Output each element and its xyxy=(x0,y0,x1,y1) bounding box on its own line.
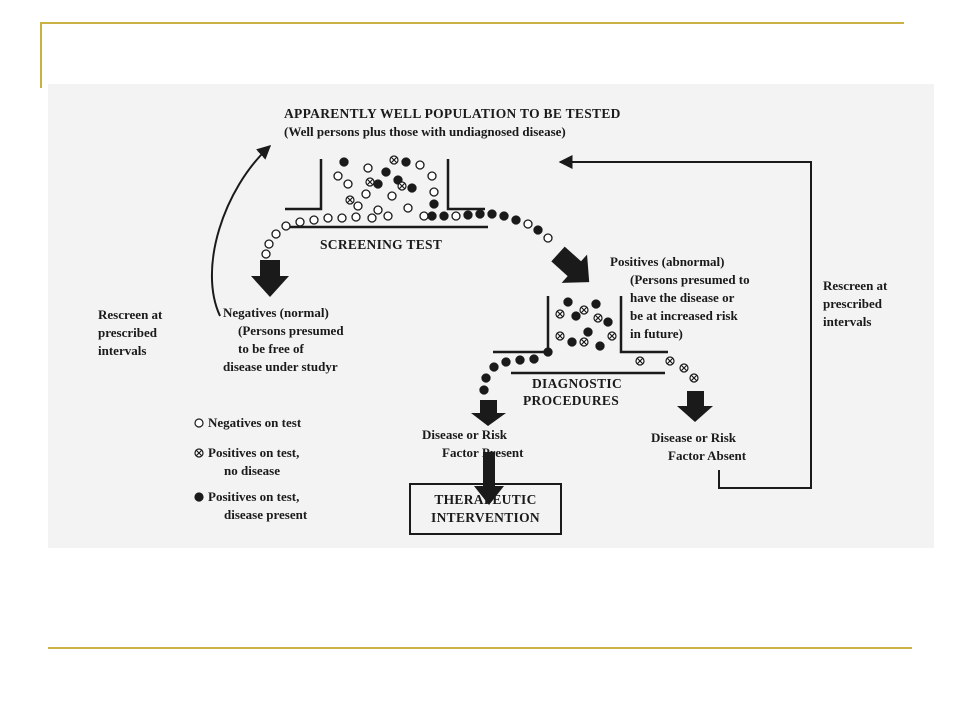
legend-positives-disease-line2: disease present xyxy=(224,507,308,522)
disease-absent-stream xyxy=(635,356,699,383)
diagram-graphics xyxy=(194,145,812,535)
diagnostic-label-2: PROCEDURES xyxy=(523,393,620,408)
disease-absent-arrow xyxy=(677,391,713,422)
negatives-line3: to be free of xyxy=(238,341,304,356)
disease-present-line2: Factor Present xyxy=(442,445,524,460)
legend-open-circle-icon xyxy=(194,418,204,428)
rescreen-right-connector xyxy=(558,155,812,489)
rescreen-left-arrow xyxy=(210,145,272,317)
screening-crossed-particles xyxy=(345,155,407,205)
therapeutic-line1: THERAPEUTIC xyxy=(434,492,537,507)
legend-positives-no-disease-line2: no disease xyxy=(224,463,280,478)
disease-absent-line1: Disease or Risk xyxy=(651,430,736,445)
negatives-line4: disease under studyr xyxy=(223,359,338,374)
screening-flow-diagram: APPARENTLY WELL POPULATION TO BE TESTED … xyxy=(48,84,934,548)
screening-particles xyxy=(333,157,439,221)
negatives-arrow xyxy=(251,260,289,297)
positives-line2: (Persons presumed to xyxy=(630,272,750,287)
legend-filled-circle-icon xyxy=(194,492,204,502)
rescreen-right-line1: Rescreen at xyxy=(823,278,888,293)
population-title: APPARENTLY WELL POPULATION TO BE TESTED xyxy=(284,106,621,121)
diagnostic-particles xyxy=(563,297,613,351)
rescreen-right-line2: prescribed xyxy=(823,296,882,311)
population-subtitle: (Well persons plus those with undiagnose… xyxy=(284,124,566,139)
positives-stream xyxy=(427,209,553,243)
positives-line3: have the disease or xyxy=(630,290,735,305)
negatives-line1: Negatives (normal) xyxy=(223,305,329,320)
diagnostic-label-1: DIAGNOSTIC xyxy=(532,376,623,391)
disease-present-arrow xyxy=(471,400,506,426)
disease-present-line1: Disease or Risk xyxy=(422,427,507,442)
rescreen-left-line2: prescribed xyxy=(98,325,157,340)
screening-test-label: SCREENING TEST xyxy=(320,237,443,252)
positives-line4: be at increased risk xyxy=(630,308,738,323)
positives-line1: Positives (abnormal) xyxy=(610,254,725,269)
screening-funnel xyxy=(285,159,488,229)
legend-negatives-label: Negatives on test xyxy=(208,415,302,430)
rescreen-left-line3: intervals xyxy=(98,343,147,358)
legend-positives-disease-line1: Positives on test, xyxy=(208,489,300,504)
legend-crossed-circle-icon xyxy=(194,448,204,458)
therapeutic-box xyxy=(409,483,562,535)
bottom-rule xyxy=(48,647,912,649)
rescreen-left-line1: Rescreen at xyxy=(98,307,163,322)
left-rule xyxy=(40,22,42,88)
positives-arrow xyxy=(551,246,590,283)
therapeutic-line2: INTERVENTION xyxy=(431,510,540,525)
legend-positives-no-disease-line1: Positives on test, xyxy=(208,445,300,460)
disease-absent-line2: Factor Absent xyxy=(668,448,747,463)
diagnostic-crossed-particles xyxy=(555,305,617,347)
positives-line5: in future) xyxy=(630,326,683,341)
negatives-line2: (Persons presumed xyxy=(238,323,344,338)
negatives-stream xyxy=(261,211,393,259)
therapeutic-arrow xyxy=(474,452,504,505)
disease-present-stream xyxy=(479,347,553,395)
legend-symbols xyxy=(194,418,204,502)
rescreen-right-line3: intervals xyxy=(823,314,872,329)
top-rule xyxy=(40,22,904,24)
